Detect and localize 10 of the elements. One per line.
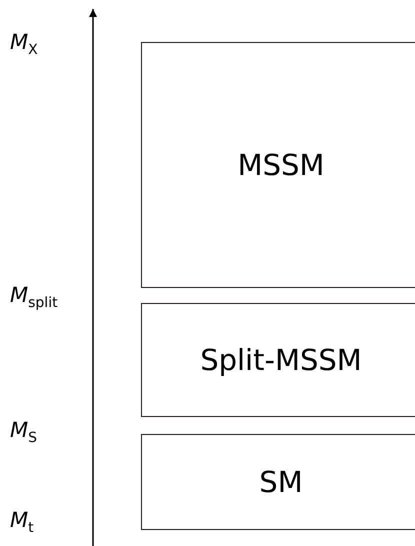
scale-label: M$_{X}$	[10, 30, 38, 58]
scale-label: M$_{split}$	[10, 283, 58, 312]
scale-label: M$_{S}$	[10, 418, 38, 446]
energy-range-box	[141, 303, 415, 417]
energy-range-box	[141, 42, 415, 288]
range-label: Split-MSSM	[200, 343, 362, 377]
range-label: MSSM	[238, 148, 324, 182]
energy-range-box	[141, 434, 415, 530]
scale-label: M$_{t}$	[10, 508, 34, 536]
range-label: SM	[259, 465, 303, 499]
